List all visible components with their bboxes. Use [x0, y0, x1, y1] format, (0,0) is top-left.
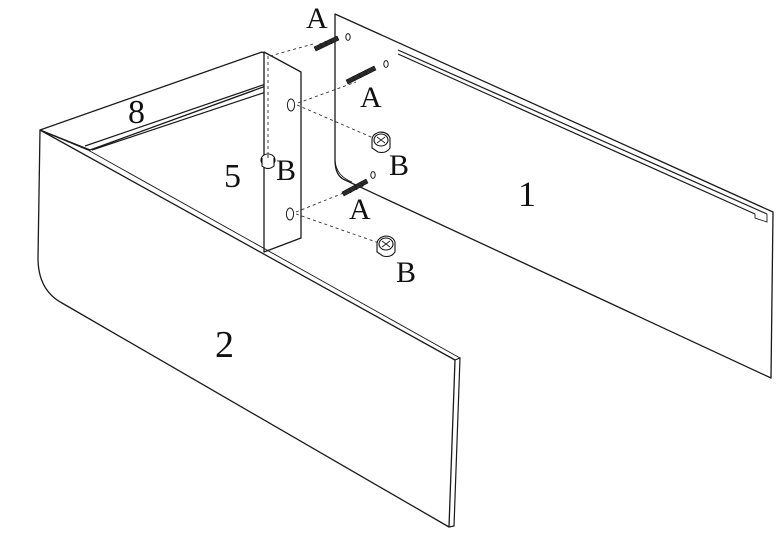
- cam-b-left-label: B: [276, 154, 296, 187]
- panel-1: [334, 13, 774, 379]
- dowel-a-bottom-label: A: [349, 193, 371, 226]
- panel-5: [263, 51, 302, 253]
- panel-2: [37, 129, 461, 528]
- panel-8: [39, 51, 300, 151]
- cam-fitting-b-lower: [376, 235, 396, 258]
- panel-5-label: 5: [224, 158, 241, 195]
- cam-fitting-b-upper: [371, 131, 391, 154]
- panel-8-label: 8: [128, 94, 145, 131]
- dowel-screw-a-middle: [345, 65, 377, 85]
- cam-b-lower-label: B: [396, 256, 416, 289]
- panel-1-holes: [345, 33, 389, 179]
- panel-2-label: 2: [215, 324, 234, 366]
- dowel-a-top-label: A: [306, 2, 328, 35]
- dowel-screw-a-top: [313, 35, 340, 52]
- assembly-guide-lines: [267, 43, 383, 245]
- panel-1-label: 1: [518, 174, 536, 214]
- dowel-screw-a-bottom: [341, 178, 369, 197]
- dowel-a-middle-label: A: [360, 81, 382, 114]
- cam-b-upper-label: B: [389, 149, 409, 182]
- cam-fitting-b-left: [260, 153, 276, 170]
